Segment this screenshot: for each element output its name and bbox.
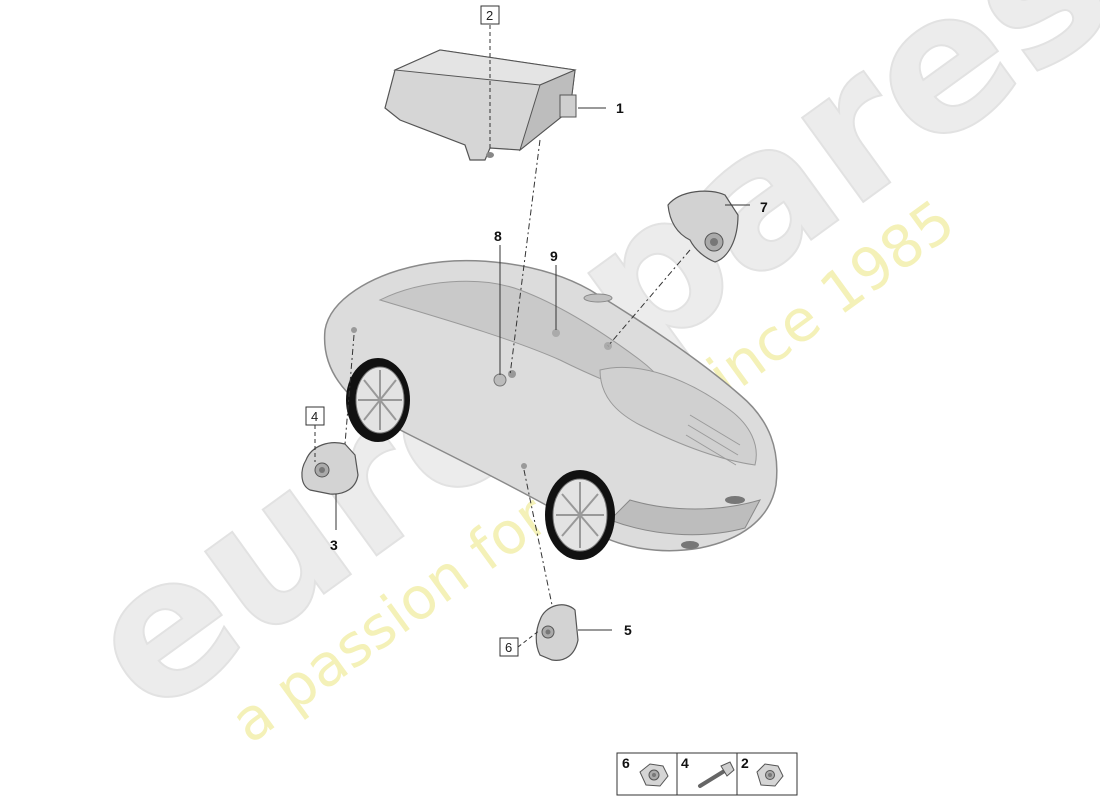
callout-3: 3 <box>330 537 338 553</box>
leader-lines <box>314 25 750 648</box>
bolt-icon <box>698 761 735 788</box>
callout-4-box <box>305 406 325 426</box>
callout-6-box <box>499 637 519 657</box>
callout-8: 8 <box>494 228 502 244</box>
callout-4: 4 <box>311 409 318 424</box>
callout-1: 1 <box>616 100 624 116</box>
callout-2-box <box>480 5 500 25</box>
control-unit-part <box>384 49 577 161</box>
rear-wheel <box>545 470 615 560</box>
callout-7: 7 <box>760 199 768 215</box>
front-wheel <box>346 358 410 442</box>
hardware-legend: 6 4 2 <box>616 752 798 796</box>
callout-2: 2 <box>486 8 493 23</box>
sensor-part-7 <box>667 190 739 263</box>
callout-5: 5 <box>624 622 632 638</box>
car-illustration <box>323 259 778 560</box>
nut-icon <box>756 763 784 787</box>
legend-num-6: 6 <box>622 755 630 771</box>
sensor-part-3 <box>301 442 359 495</box>
callout-9: 9 <box>550 248 558 264</box>
nut-icon <box>639 763 669 787</box>
legend-num-2: 2 <box>741 755 749 771</box>
callout-6: 6 <box>505 640 512 655</box>
sensor-part-5 <box>535 604 579 661</box>
legend-num-4: 4 <box>681 755 689 771</box>
callouts: 1 2 3 4 5 6 7 8 9 <box>305 5 768 657</box>
